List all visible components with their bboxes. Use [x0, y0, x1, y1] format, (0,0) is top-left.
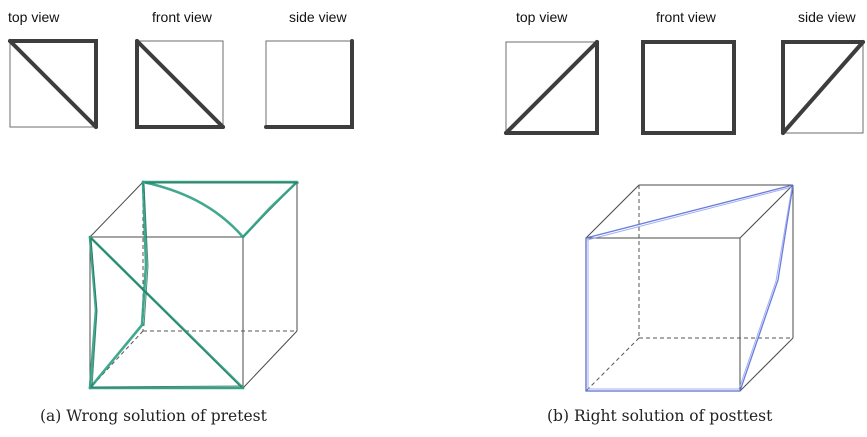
top-view-label: top view [516, 9, 568, 25]
front-view-drawing [641, 40, 736, 135]
side-view-drawing [264, 39, 354, 129]
orthographic-views [8, 39, 354, 129]
top-view-drawing [504, 40, 599, 135]
student-solution-strokes [88, 180, 299, 390]
side-view-drawing [781, 40, 865, 135]
top-view-label: top view [8, 9, 60, 25]
caption-a: (a) Wrong solution of pretest [40, 407, 267, 425]
side-view-label: side view [798, 9, 856, 25]
side-view-label: side view [289, 9, 347, 25]
cube-sketch [585, 184, 794, 392]
top-view-drawing [8, 39, 98, 129]
cube-wireframe [585, 184, 794, 392]
front-view-label: front view [152, 9, 212, 25]
front-view-label: front view [656, 9, 716, 25]
front-view-drawing [135, 39, 225, 129]
panel-b-right-solution: top view front view side view [433, 0, 867, 437]
panel-a-wrong-solution: top view front view side view [0, 0, 433, 437]
orthographic-views [504, 40, 865, 135]
caption-b: (b) Right solution of posttest [547, 407, 773, 425]
cube-sketch [88, 180, 299, 390]
student-solution-strokes [585, 184, 794, 392]
